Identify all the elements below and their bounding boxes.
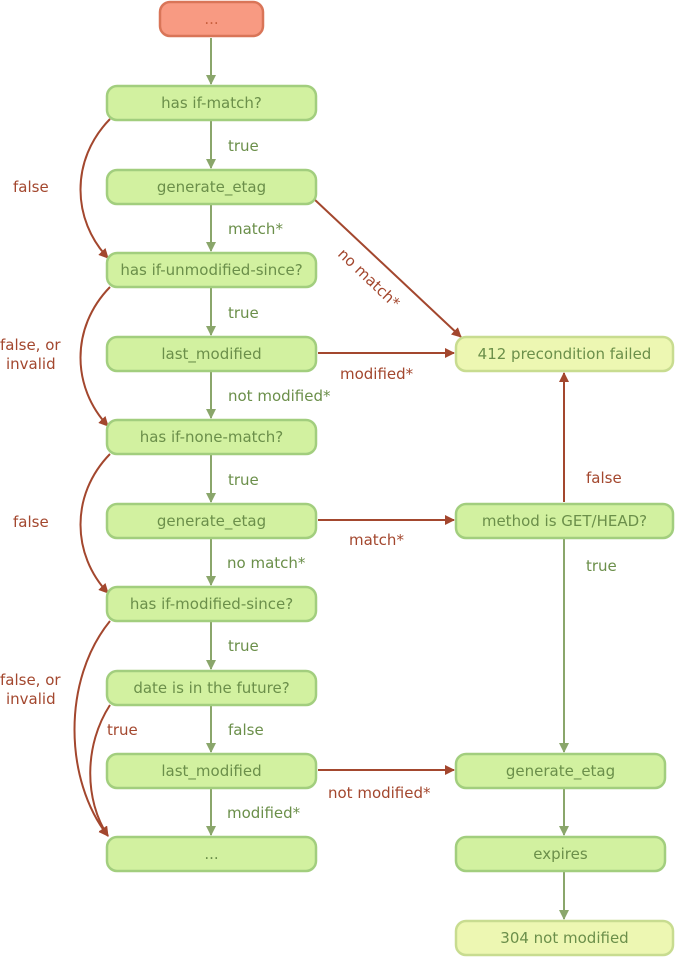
start-node: ...: [158, 0, 265, 38]
node-412-precondition-failed-box: [454, 335, 675, 373]
edge-label-false: false: [586, 469, 622, 487]
node-has-if-modified-since-box: [105, 585, 318, 623]
node-expires: expires: [454, 835, 667, 873]
edge-label-invalid: invalid: [6, 690, 56, 708]
node-expires-box: [454, 835, 667, 873]
node-end: ...: [105, 835, 318, 873]
edge-label-false: false: [13, 178, 49, 196]
edge-label-true: true: [107, 721, 138, 739]
node-expires-label: expires: [533, 845, 588, 863]
arrow-if-unmodified-false: [79, 286, 111, 427]
node-has-if-modified-since-label: has if-modified-since?: [130, 595, 293, 613]
edge-label-invalid: invalid: [6, 355, 56, 373]
node-end-box: [105, 835, 318, 873]
node-last-modified-label: last_modified: [161, 345, 261, 364]
arrow-if-none-match-false: [79, 453, 111, 594]
node-date-in-future-label: date is in the future?: [133, 679, 289, 697]
edge-label-no-match: no match*: [227, 554, 306, 572]
node-date-in-future-box: [105, 669, 318, 707]
node-304-not-modified-box: [454, 919, 675, 957]
edge-label-true: true: [228, 304, 259, 322]
node-generate-etag: generate_etag: [105, 502, 318, 540]
node-412-precondition-failed: 412 precondition failed: [454, 335, 675, 373]
node-generate-etag-label: generate_etag: [506, 762, 615, 781]
node-last-modified: last_modified: [105, 752, 318, 790]
edge-label-match: match*: [228, 220, 283, 238]
node-method-is-get-head: method is GET/HEAD?: [454, 502, 675, 540]
node-generate-etag-label: generate_etag: [157, 512, 266, 531]
start-node-box: [158, 0, 265, 38]
node-has-if-unmodified-since-box: [105, 251, 318, 289]
edge-label-not-modified: not modified*: [228, 387, 331, 405]
node-last-modified: last_modified: [105, 335, 318, 373]
node-last-modified-box: [105, 752, 318, 790]
node-last-modified-box: [105, 335, 318, 373]
node-has-if-none-match: has if-none-match?: [105, 418, 318, 456]
node-304-not-modified: 304 not modified: [454, 919, 675, 957]
edge-label-false-or: false, or: [0, 671, 61, 689]
node-304-not-modified-label: 304 not modified: [500, 929, 628, 947]
edge-label-modified: modified*: [340, 365, 414, 383]
edge-label-true: true: [228, 471, 259, 489]
node-has-if-match-box: [105, 84, 318, 122]
node-has-if-none-match-label: has if-none-match?: [140, 428, 284, 446]
edge-label-no-match: no match*: [334, 245, 404, 312]
node-generate-etag-box: [105, 168, 318, 206]
node-412-precondition-failed-label: 412 precondition failed: [478, 345, 652, 363]
edge-label-modified: modified*: [227, 804, 301, 822]
edge-label-false: false: [13, 513, 49, 531]
arrow-etag1-no-match: [313, 198, 462, 338]
node-generate-etag: generate_etag: [454, 752, 667, 790]
edge-label-true: true: [228, 637, 259, 655]
arrow-date-future-true: [89, 704, 111, 837]
edge-label-true: true: [586, 557, 617, 575]
node-has-if-unmodified-since: has if-unmodified-since?: [105, 251, 318, 289]
arrow-if-match-false: [79, 118, 111, 259]
start-node-label: ...: [204, 10, 218, 28]
node-method-is-get-head-label: method is GET/HEAD?: [482, 512, 647, 530]
node-generate-etag-box: [105, 502, 318, 540]
edge-label-true: true: [228, 137, 259, 155]
node-method-is-get-head-box: [454, 502, 675, 540]
node-generate-etag-label: generate_etag: [157, 178, 266, 197]
edge-label-false: false: [228, 721, 264, 739]
node-has-if-unmodified-since-label: has if-unmodified-since?: [120, 261, 302, 279]
node-date-in-future: date is in the future?: [105, 669, 318, 707]
node-has-if-none-match-box: [105, 418, 318, 456]
edge-label-false-or: false, or: [0, 336, 61, 354]
node-has-if-modified-since: has if-modified-since?: [105, 585, 318, 623]
edge-label-match: match*: [349, 531, 404, 549]
node-generate-etag: generate_etag: [105, 168, 318, 206]
node-last-modified-label: last_modified: [161, 762, 261, 781]
node-end-label: ...: [204, 845, 218, 863]
node-has-if-match: has if-match?: [105, 84, 318, 122]
arrow-if-modified-false: [73, 620, 111, 837]
node-generate-etag-box: [454, 752, 667, 790]
node-has-if-match-label: has if-match?: [161, 94, 262, 112]
edge-label-not-modified: not modified*: [328, 784, 431, 802]
